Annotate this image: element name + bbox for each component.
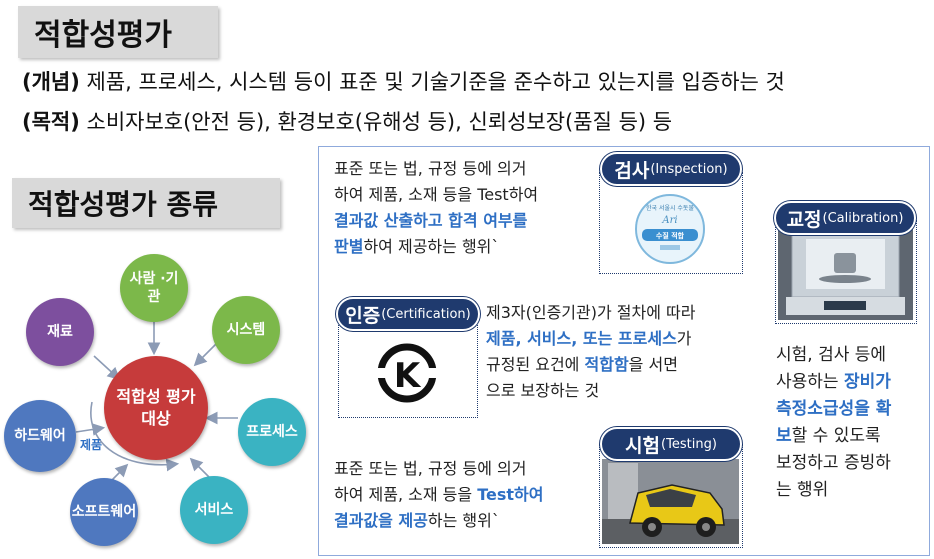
crash-test-car-image	[602, 459, 739, 544]
product-arc	[90, 401, 180, 472]
node-software: 소프트웨어	[70, 478, 138, 546]
connector-hardware	[75, 423, 106, 436]
sticker-brand: Ari	[661, 215, 677, 226]
purpose-text: 소비자보호(안전 등), 환경보호(유해성 등), 신뢰성보장(품질 등) 등	[79, 110, 673, 134]
node-people: 사람 ·기관	[120, 254, 188, 322]
types-title: 적합성평가 종류	[12, 178, 280, 228]
calibration-description: 시험, 검사 등에 사용하는 장비가 측정소급성을 확 보할 수 있도록 보정하…	[776, 345, 892, 500]
concept-line: (개념) 제품, 프로세스, 시스템 등이 표준 및 기술기준을 준수하고 있는…	[22, 66, 785, 96]
certification-image-box: K	[338, 316, 478, 418]
kc-letter: K	[394, 356, 422, 396]
node-hardware: 하드웨어	[4, 400, 76, 472]
types-diagram-connectors	[75, 322, 238, 485]
inspection-sticker-image: 한국 서울시 수돗물 Ari 수질 적합	[635, 194, 705, 264]
inspection-image-box: 한국 서울시 수돗물 Ari 수질 적합	[599, 172, 743, 274]
inspection-description: 표준 또는 법, 규정 등에 의거 하여 제품, 소재 등을 Test하여 결과…	[334, 159, 539, 256]
connector-material	[93, 355, 121, 381]
center-node: 적합성 평가 대상	[104, 356, 208, 460]
node-material: 재료	[26, 298, 94, 366]
page-title-text: 적합성평가	[34, 18, 172, 53]
purpose-label: (목적)	[22, 110, 80, 134]
testing-description: 표준 또는 법, 규정 등에 의거 하여 제품, 소재 등을 Test하여 결과…	[334, 459, 544, 530]
certification-description: 제3자(인증기관)가 절차에 따라 제품, 서비스, 또는 프로세스가 규정된 …	[486, 303, 696, 400]
certification-badge: 인증(Certification)	[336, 297, 480, 331]
sticker-mark: 수질 적합	[656, 231, 685, 240]
node-process: 프로세스	[238, 398, 306, 466]
analytical-balance-image	[778, 223, 913, 320]
content-frame	[318, 146, 930, 556]
kc-mark-logo: K	[375, 343, 439, 403]
node-service: 서비스	[180, 476, 248, 544]
purpose-line: (목적) 소비자보호(안전 등), 환경보호(유해성 등), 신뢰성보장(품질 …	[22, 106, 672, 136]
testing-image-box	[599, 444, 743, 548]
calibration-image-box	[775, 220, 917, 324]
sticker-title: 한국 서울시 수돗물	[646, 204, 694, 212]
concept-text: 제품, 프로세스, 시스템 등이 표준 및 기술기준을 준수하고 있는지를 입증…	[79, 70, 785, 94]
testing-badge: 시험(Testing)	[600, 427, 742, 461]
product-arrow-label: 제품	[80, 438, 103, 452]
calibration-badge: 교정(Calibration)	[774, 201, 916, 235]
types-title-text: 적합성평가 종류	[28, 188, 219, 221]
inspection-badge: 검사(Inspection)	[600, 152, 742, 186]
node-system: 시스템	[212, 296, 280, 364]
concept-label: (개념)	[22, 70, 80, 94]
page-title: 적합성평가	[18, 6, 218, 58]
